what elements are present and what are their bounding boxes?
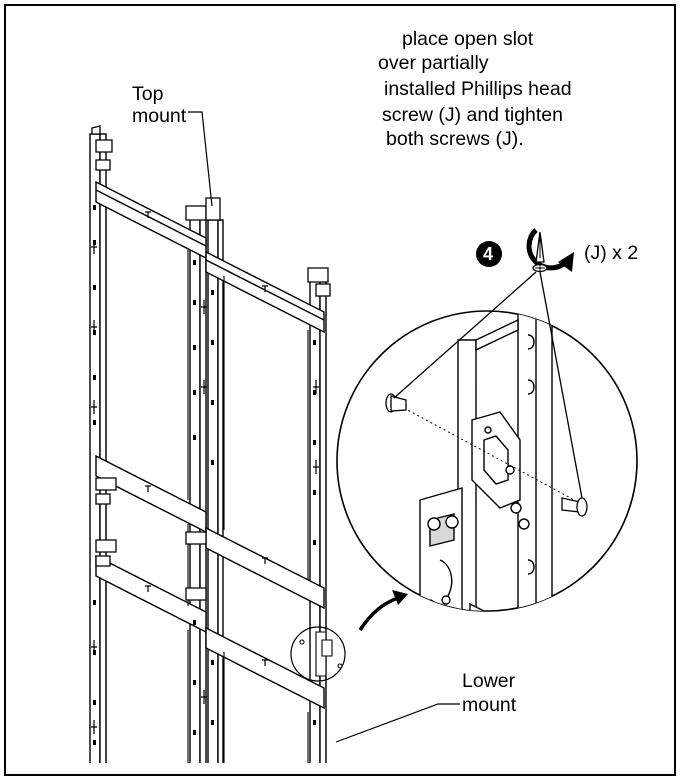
left-rail-inner <box>99 133 107 763</box>
panel-inner-lines <box>105 208 309 763</box>
left-top-cap <box>91 125 101 135</box>
lower-mount-label-line-2: mount <box>462 694 517 716</box>
instruction-line-3: installed Phillips head <box>384 78 572 100</box>
zoom-arrow-head <box>392 590 408 605</box>
screw-quantity-label: (J) x 2 <box>584 242 639 264</box>
rail-holes <box>93 205 316 745</box>
instruction-line-2: over partially <box>378 52 489 74</box>
middle-rail-d <box>217 219 224 763</box>
zoom-source-circle <box>290 626 346 682</box>
crossbar-left-top-line <box>95 189 207 247</box>
crossbar-t-markers <box>145 211 268 666</box>
instruction-line-5: both screws (J). <box>386 128 524 150</box>
middle-rail-c <box>207 219 219 763</box>
screwdriver-rotate-icon <box>526 228 574 273</box>
left-top-bracket <box>95 139 113 153</box>
left-rail-group <box>89 133 107 763</box>
middle-top-bracket <box>185 205 207 221</box>
top-mount-bracket <box>205 197 221 221</box>
instruction-line-4: screw (J) and tighten <box>382 104 563 126</box>
top-mount-label-line-1: Top <box>132 83 164 105</box>
detail-rail <box>517 311 553 611</box>
left-top-bracket-2 <box>95 159 111 171</box>
crossbar-right-lower <box>205 626 325 710</box>
leader-left-screw <box>393 271 537 399</box>
step-number-badge <box>476 241 502 267</box>
right-top-bracket <box>307 267 329 283</box>
rail-cross-markers <box>91 240 319 734</box>
right-top-bracket-2 <box>315 283 331 297</box>
top-mount-label-line-2: mount <box>132 105 187 127</box>
top-mount-brackets <box>91 125 331 297</box>
step-number: 4 <box>483 244 494 264</box>
middle-mount-brackets <box>95 477 207 601</box>
crossbar-group <box>95 180 325 710</box>
screw-j-right <box>561 497 588 517</box>
middle-rail-b <box>199 209 207 763</box>
zoom-source-detail <box>299 631 343 677</box>
screw-j-left <box>385 393 407 413</box>
left-rail-outer <box>89 133 101 763</box>
leader-top-mount <box>188 111 213 207</box>
lower-mount-label-line-1: Lower <box>462 670 516 692</box>
instruction-line-1: place open slot <box>402 28 534 50</box>
leader-lower-mount <box>335 703 460 743</box>
leader-right-screw <box>539 271 583 499</box>
zoom-arrow <box>358 596 399 631</box>
